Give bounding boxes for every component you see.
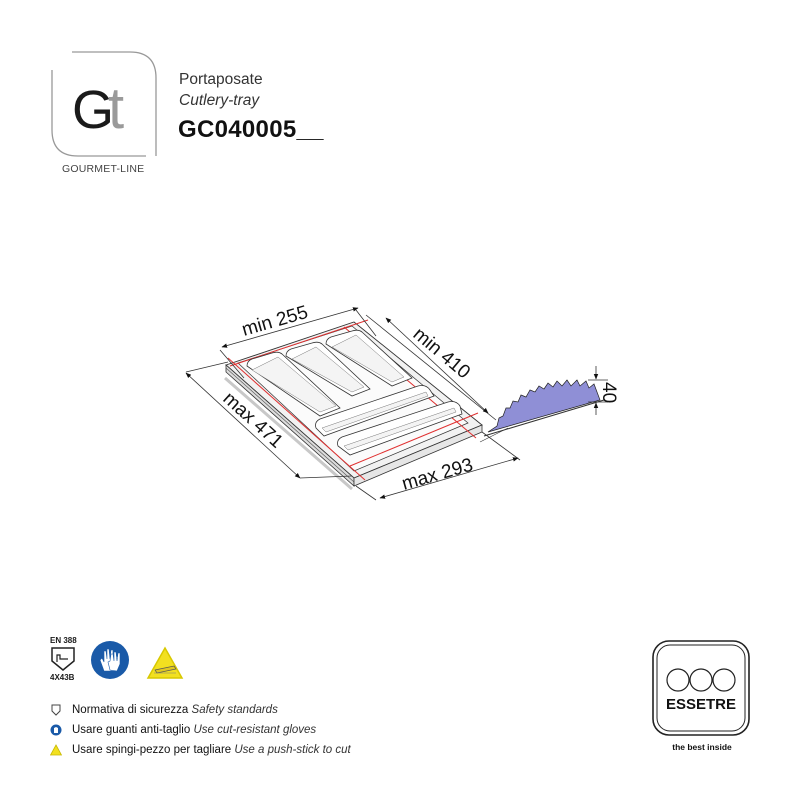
legend-item-safety-standards: Normativa di sicurezza Safety standards: [50, 700, 351, 720]
dim-height: 40: [598, 382, 619, 403]
saw-blade-icon: [479, 379, 605, 443]
legend-text-en: Use cut-resistant gloves: [193, 724, 317, 736]
height-dimension: [588, 366, 608, 415]
legend-text-en: Use a push-stick to cut: [234, 744, 351, 756]
legend-text-en: Safety standards: [191, 704, 278, 716]
safety-standard-icon: [51, 704, 61, 716]
product-code: GC040005__: [178, 116, 324, 143]
brand-line-name: GOURMET-LINE: [62, 163, 145, 175]
gloves-icon: [91, 641, 129, 679]
essetre-logo: ESSETRE: [652, 640, 750, 736]
legend-text-it: Normativa di sicurezza: [72, 704, 189, 716]
gloves-icon: [50, 724, 62, 736]
legend-text-it: Usare guanti anti-taglio: [72, 724, 191, 736]
en388-label: EN 388: [50, 636, 77, 645]
essetre-tagline: the best inside: [672, 742, 732, 752]
legend-text-it: Usare spingi-pezzo per tagliare: [72, 744, 232, 756]
warning-icon: [50, 744, 62, 756]
essetre-name: ESSETRE: [665, 696, 737, 713]
dimension-lines: [185, 307, 521, 501]
safety-legend: Normativa di sicurezza Safety standards …: [50, 700, 351, 760]
product-name-italian: Portaposate: [179, 71, 263, 88]
en388-rating: 4X43B: [50, 673, 75, 682]
legend-item-push-stick: Usare spingi-pezzo per tagliare Use a pu…: [50, 740, 351, 760]
legend-item-gloves: Usare guanti anti-taglio Use cut-resista…: [50, 720, 351, 740]
product-name-english: Cutlery-tray: [179, 92, 260, 109]
en388-standard-icon: EN 388 4X43B: [48, 636, 78, 684]
push-stick-warning-icon: [146, 646, 184, 679]
logo-letter-g: G: [72, 80, 114, 140]
gourmet-line-logo: Gt: [50, 50, 157, 157]
dim-min-width: min 255: [240, 302, 311, 341]
